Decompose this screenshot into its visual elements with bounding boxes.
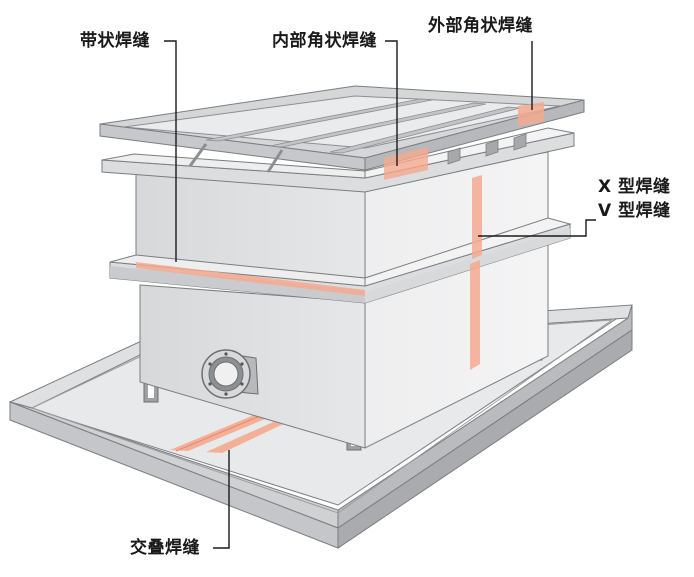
leader-lines [164, 40, 596, 549]
lap-weld-mark [170, 410, 292, 453]
leader-strip-weld [164, 40, 177, 262]
leader-inner-corner-weld [385, 40, 398, 166]
label-strip-weld: 带状焊缝 [80, 31, 150, 51]
label-lap-weld: 交叠焊缝 [130, 538, 200, 558]
label-inner-corner-weld: 内部角状焊缝 [272, 31, 377, 51]
weld-highlights [136, 102, 544, 370]
leader-xv-weld [478, 219, 596, 237]
leader-lap-weld [213, 450, 230, 549]
label-v-weld: V 型焊缝 [598, 201, 671, 221]
label-x-weld: X 型焊缝 [598, 177, 671, 197]
label-outer-corner-weld: 外部角状焊缝 [428, 16, 533, 36]
pipe-flange [201, 349, 259, 399]
